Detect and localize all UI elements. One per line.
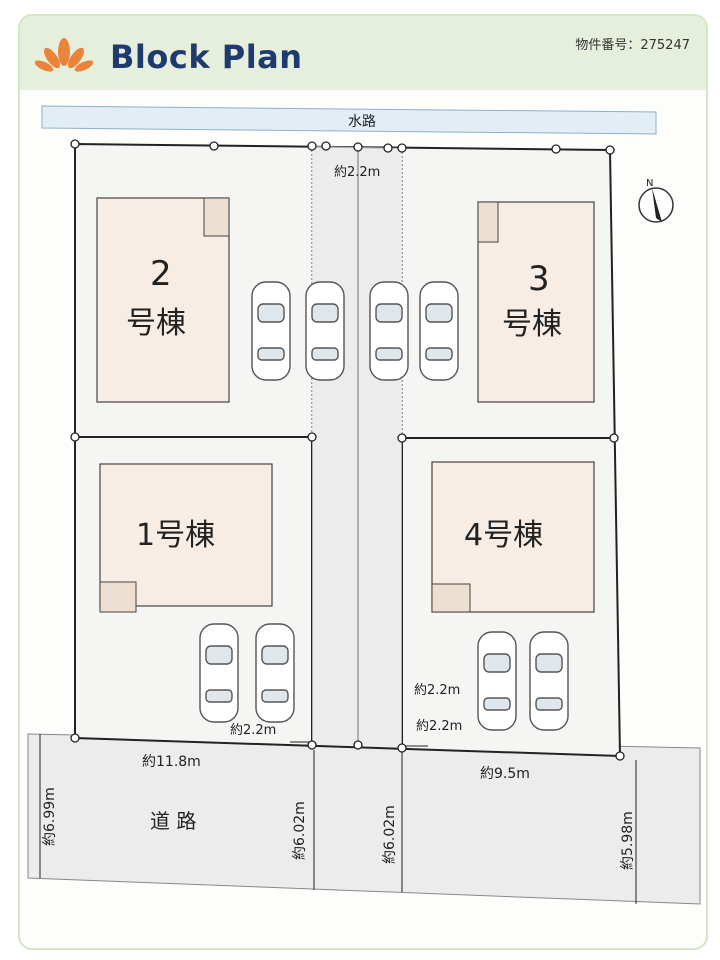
car-icon — [369, 281, 409, 381]
road-label: 道 路 — [150, 809, 196, 833]
left-frontage-dimension: 約11.8m — [142, 754, 201, 770]
car-icon — [477, 631, 517, 731]
lot2-suffix: 号棟 — [126, 306, 186, 341]
left-passage-dimension: 約2.2m — [230, 723, 276, 738]
waterway — [41, 105, 657, 135]
car-icon — [199, 623, 239, 723]
lot3-number: 3 — [528, 259, 550, 299]
parking-cars — [199, 281, 569, 731]
car-icon — [305, 281, 345, 381]
property-number: 物件番号：275247 — [575, 38, 690, 53]
passage-left — [312, 146, 358, 745]
passage-right — [358, 147, 402, 748]
lot2-number: 2 — [150, 254, 172, 294]
car-icon — [529, 631, 569, 731]
house-1-entrance — [99, 581, 137, 613]
survey-points — [70, 139, 625, 761]
lot4-label: 4号棟 — [464, 518, 543, 553]
lot1-label: 1号棟 — [136, 518, 215, 553]
house-3 — [477, 201, 595, 403]
right-frontage-dimension: 約9.5m — [480, 766, 530, 782]
car-icon — [251, 281, 291, 381]
lot3-suffix: 号棟 — [502, 307, 562, 342]
dimension-lines — [39, 734, 637, 904]
right-passage-dimension-a: 約2.2m — [414, 683, 460, 698]
page-title: Block Plan — [110, 38, 303, 76]
road — [27, 733, 701, 905]
svg-text:N: N — [646, 178, 653, 189]
car-icon — [255, 623, 295, 723]
car-icon — [419, 281, 459, 381]
road-width-right: 約5.98m — [620, 811, 636, 870]
house-2-entrance — [203, 197, 230, 237]
north-compass-icon: N — [638, 178, 674, 223]
lotus-logo-icon — [34, 38, 94, 72]
house-3-entrance — [477, 201, 499, 243]
right-passage-dimension-b: 約2.2m — [416, 719, 462, 734]
house-4-entrance — [431, 583, 471, 613]
top-passage-dimension: 約2.2m — [334, 165, 380, 180]
header-bar — [20, 16, 706, 90]
road-width-mid1: 約6.02m — [292, 801, 308, 860]
waterway-label: 水路 — [348, 114, 376, 130]
road-width-left: 約6.99m — [42, 787, 58, 846]
road-width-mid2: 約6.02m — [382, 805, 398, 864]
